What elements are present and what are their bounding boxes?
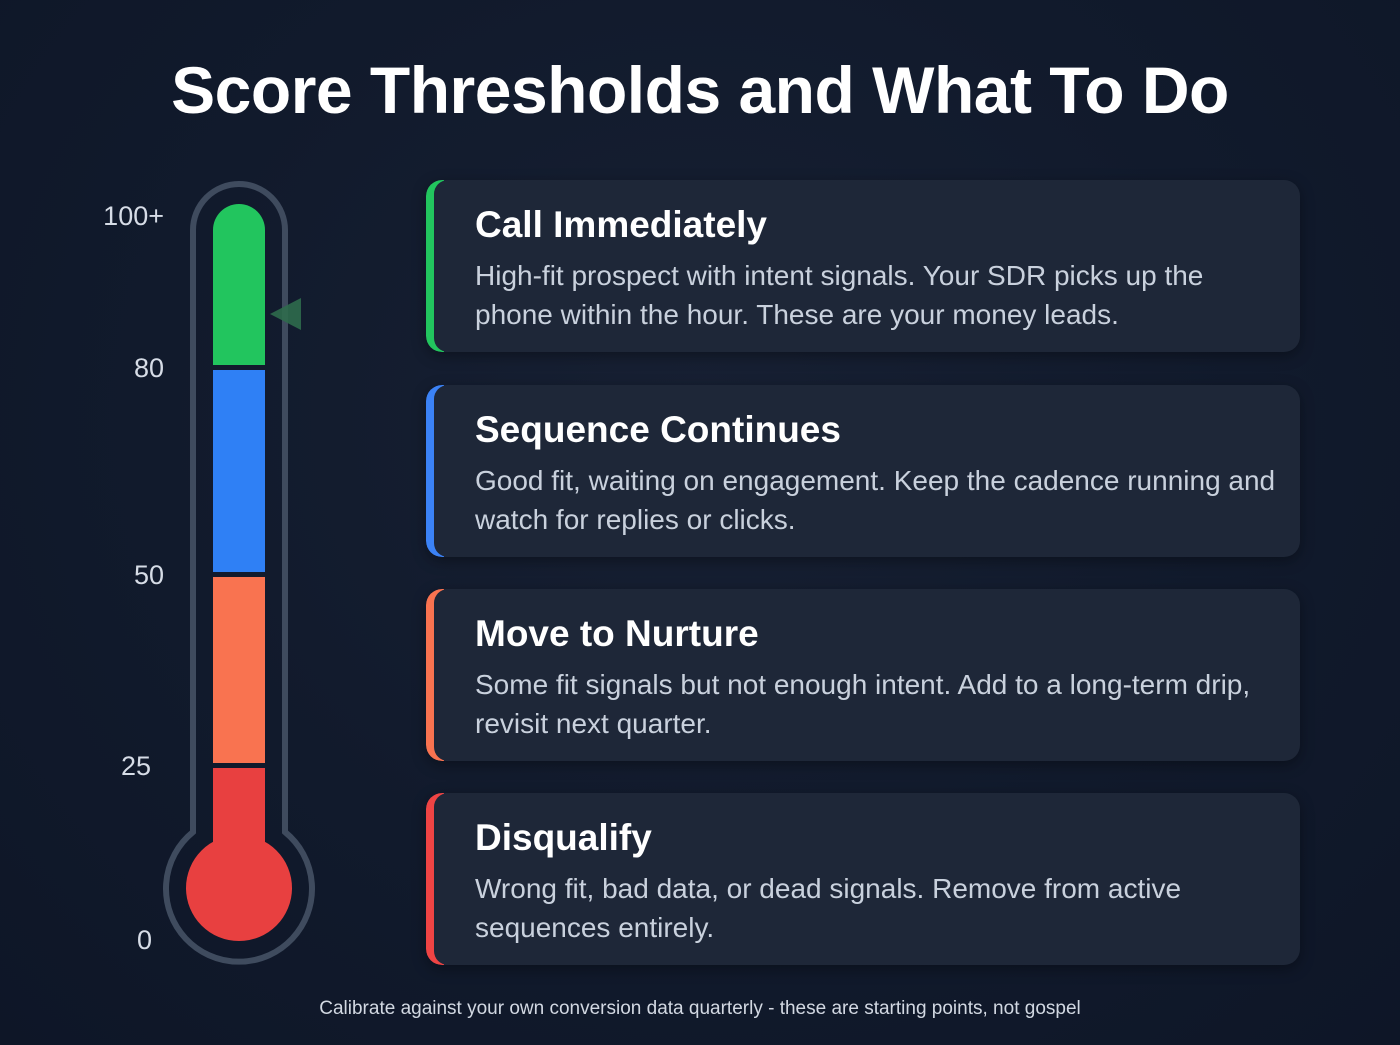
card-title: Disqualify <box>475 817 652 858</box>
thermometer-graphic <box>163 181 315 965</box>
segment-green <box>213 204 265 365</box>
threshold-card-sequence-continues: Sequence Continues Good fit, waiting on … <box>426 385 1300 557</box>
card-description: Good fit, waiting on engagement. Keep th… <box>475 465 1276 535</box>
thermometer-bulb <box>186 835 292 941</box>
thermometer-outline <box>163 181 315 965</box>
scale-label-0: 0 <box>136 925 152 955</box>
card-title: Move to Nurture <box>475 613 759 654</box>
scale-label-100: 100+ <box>103 201 164 231</box>
card-description: Some fit signals but not enough intent. … <box>475 669 1251 739</box>
card-description: High-fit prospect with intent signals. Y… <box>475 260 1204 330</box>
scale-label-80: 80 <box>133 353 164 383</box>
segment-blue <box>213 370 265 572</box>
card-description: Wrong fit, bad data, or dead signals. Re… <box>475 873 1182 943</box>
scale-label-25: 25 <box>120 751 151 781</box>
footer-note: Calibrate against your own conversion da… <box>319 998 1081 1019</box>
card-title: Sequence Continues <box>475 409 841 450</box>
threshold-card-disqualify: Disqualify Wrong fit, bad data, or dead … <box>426 793 1300 965</box>
threshold-card-move-to-nurture: Move to Nurture Some fit signals but not… <box>426 589 1300 761</box>
page-title: Score Thresholds and What To Do <box>171 53 1229 127</box>
card-title: Call Immediately <box>475 204 768 245</box>
segment-orange <box>213 577 265 763</box>
threshold-card-call-immediately: Call Immediately High-fit prospect with … <box>426 180 1300 352</box>
marker-arrow-icon <box>270 298 301 330</box>
scale-label-50: 50 <box>133 560 164 590</box>
